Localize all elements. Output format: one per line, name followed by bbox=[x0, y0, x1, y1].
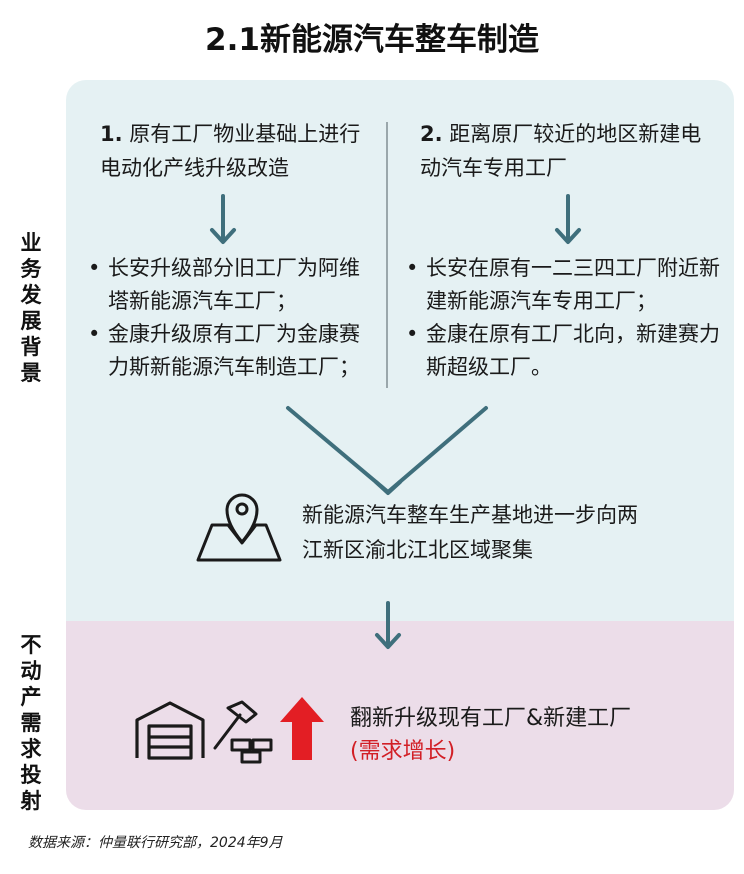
section-down-arrow bbox=[375, 601, 401, 649]
right-down-arrow bbox=[555, 194, 581, 244]
list-item: 金康升级原有工厂为金康赛力斯新能源汽车制造工厂； bbox=[86, 318, 366, 384]
list-item: 长安在原有一二三四工厂附近新建新能源汽车专用工厂； bbox=[404, 252, 720, 318]
real-estate-demand-section bbox=[66, 621, 734, 810]
demand-projection-text: 翻新升级现有工厂&新建工厂 (需求增长) bbox=[350, 702, 710, 768]
right-column-bullets: 长安在原有一二三四工厂附近新建新能源汽车专用工厂； 金康在原有工厂北向，新建赛力… bbox=[404, 252, 720, 384]
side-label-business-background: 业务发展背景 bbox=[20, 231, 42, 385]
source-note: 数据来源：仲量联行研究部，2024年9月 bbox=[28, 835, 283, 851]
left-column-number: 1. bbox=[100, 122, 123, 146]
hammer-bricks-icon bbox=[213, 700, 273, 764]
right-column-heading: 2. 距离原厂较近的地区新建电动汽车专用工厂 bbox=[420, 117, 720, 185]
column-divider bbox=[386, 122, 388, 388]
page-title: 2.1新能源汽车整车制造 bbox=[205, 22, 539, 58]
list-item: 金康在原有工厂北向，新建赛力斯超级工厂。 bbox=[404, 318, 720, 384]
left-column-heading: 1. 原有工厂物业基础上进行电动化产线升级改造 bbox=[100, 117, 370, 185]
list-item: 长安升级部分旧工厂为阿维塔新能源汽车工厂； bbox=[86, 252, 366, 318]
left-column-heading-text: 原有工厂物业基础上进行电动化产线升级改造 bbox=[100, 122, 361, 180]
cluster-conclusion-text: 新能源汽车整车生产基地进一步向两江新区渝北江北区域聚集 bbox=[302, 503, 638, 562]
warehouse-icon bbox=[135, 701, 205, 760]
demand-sub-text: (需求增长) bbox=[350, 739, 456, 764]
right-column-heading-text: 距离原厂较近的地区新建电动汽车专用工厂 bbox=[420, 122, 702, 180]
location-map-icon bbox=[196, 493, 282, 562]
right-column-number: 2. bbox=[420, 122, 443, 146]
converging-v-arrow bbox=[286, 406, 488, 495]
left-down-arrow bbox=[210, 194, 236, 244]
left-column-bullets: 长安升级部分旧工厂为阿维塔新能源汽车工厂； 金康升级原有工厂为金康赛力斯新能源汽… bbox=[86, 252, 366, 384]
demand-main-text: 翻新升级现有工厂&新建工厂 bbox=[350, 706, 632, 731]
side-label-real-estate-demand: 不动产需求投射 bbox=[20, 633, 42, 813]
increase-up-arrow-icon bbox=[280, 697, 324, 760]
